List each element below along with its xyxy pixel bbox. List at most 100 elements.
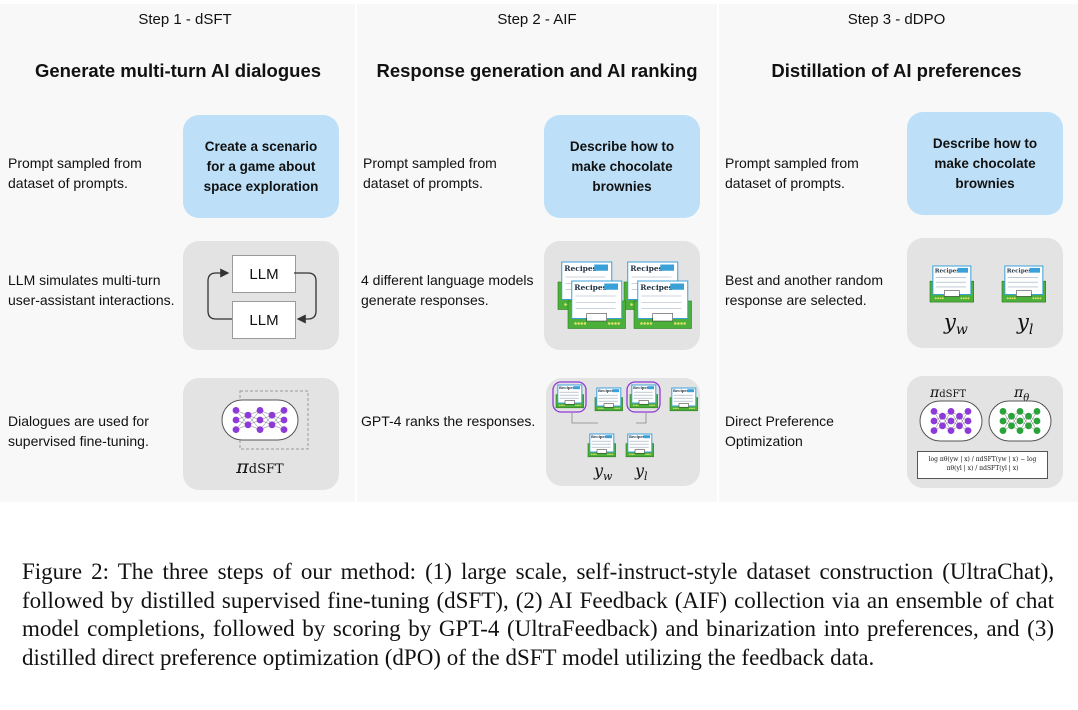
- step-3-yl-label: yl: [1017, 310, 1033, 338]
- card-dot: [611, 453, 613, 455]
- card-dot: [1011, 297, 1014, 300]
- card-button: [638, 400, 649, 405]
- network-node: [1025, 412, 1032, 420]
- dpo-formula: log πθ(yw | x) / πdSFT(yw | x) − log πθ(…: [928, 456, 1037, 472]
- card-dot: [1009, 297, 1012, 300]
- card-dot: [967, 297, 970, 300]
- card-dot: [649, 453, 651, 455]
- card-title: Recipes: [935, 269, 960, 275]
- step-2-row-1-label: Prompt sampled from dataset of prompts.: [363, 155, 497, 191]
- card-dot: [649, 322, 653, 325]
- network-node: [1008, 422, 1015, 430]
- pi-subscript: dSFT: [939, 389, 967, 400]
- step-3-row-3-label: Direct Preference Optimization: [725, 413, 834, 449]
- card-dot: [941, 297, 944, 300]
- ranked-card-3: Recipes: [629, 384, 658, 409]
- card-dot: [692, 407, 694, 409]
- card-dot: [591, 453, 593, 455]
- step-3-prompt-box: Describe how to make chocolate brownies: [907, 112, 1063, 215]
- card-dot: [634, 404, 636, 406]
- step-2-title: Step 2 - AIF: [497, 11, 577, 28]
- dsft-reference-network: [919, 400, 983, 442]
- step-3-heading: Distillation of AI preferences: [771, 60, 1022, 81]
- card-tab: [605, 435, 612, 439]
- card-dot: [673, 407, 675, 409]
- card-title: Recipes: [633, 386, 649, 390]
- yw-sub: w: [603, 470, 613, 484]
- pi-symbol: π: [930, 385, 940, 401]
- dpo-formula-box: log πθ(yw | x) / πdSFT(yw | x) − log πθ(…: [917, 451, 1048, 479]
- card-dot: [1039, 297, 1042, 300]
- card-button: [596, 449, 607, 454]
- card-dot: [614, 322, 617, 325]
- card-dot: [583, 322, 587, 325]
- card-dot: [564, 303, 567, 306]
- step-2-prompt-box: Describe how to make chocolate brownies: [544, 115, 700, 218]
- step-2-heading: Response generation and AI ranking: [376, 60, 698, 81]
- yl-base: y: [635, 461, 645, 480]
- card-dot: [577, 322, 580, 325]
- card-dot: [560, 404, 562, 406]
- pi-symbol: π: [236, 456, 249, 478]
- yw-sub: w: [955, 322, 968, 339]
- card-dot: [608, 453, 610, 455]
- card-button: [634, 449, 645, 454]
- step-1-prompt-box: Create a scenario for a game about space…: [183, 115, 339, 218]
- pi-dsft-label: πdSFT: [200, 456, 320, 479]
- network-node: [956, 412, 963, 420]
- step-2-prompt-text: Describe how to make chocolate brownies: [569, 138, 675, 194]
- chosen-card-yl: Recipes: [625, 433, 654, 458]
- llm-arrow-right: [294, 272, 317, 324]
- yl-sub: l: [644, 470, 648, 484]
- network-node: [268, 411, 276, 419]
- card-dot: [689, 407, 691, 409]
- card-dot: [608, 322, 611, 325]
- card-dot: [683, 322, 686, 325]
- step-1-prompt-text: Create a scenario for a game about space…: [203, 138, 319, 194]
- card-dot: [576, 404, 578, 406]
- card-dot: [595, 453, 597, 455]
- card-dot: [937, 297, 940, 300]
- pi-symbol: π: [1014, 385, 1024, 401]
- card-dot: [580, 322, 583, 325]
- network-node: [964, 408, 972, 415]
- card-dot: [614, 407, 616, 409]
- card-dot: [579, 404, 581, 406]
- card-dot: [649, 404, 651, 406]
- network-node: [280, 416, 288, 424]
- card-dot: [636, 404, 638, 406]
- card-title: Recipes: [629, 435, 645, 439]
- card-dot: [1006, 297, 1009, 300]
- card-title: Recipes: [591, 435, 607, 439]
- network-node: [930, 427, 938, 434]
- network-node: [947, 417, 955, 425]
- pi-dsft-label-step3: πdSFT: [930, 384, 966, 401]
- network-node: [1033, 427, 1041, 434]
- card-dot: [690, 407, 692, 409]
- card-button: [1016, 290, 1032, 297]
- card-button: [678, 403, 689, 408]
- card-dot: [575, 404, 577, 406]
- network-node: [268, 421, 276, 429]
- rank-arrow-left: [571, 413, 598, 424]
- step-3-row-2-label: Best and another random response are sel…: [725, 272, 883, 308]
- card-dot: [646, 453, 648, 455]
- step-1-heading: Generate multi-turn AI dialogues: [34, 60, 322, 81]
- network-node: [232, 416, 240, 424]
- network-node: [1008, 412, 1015, 420]
- card-dot: [648, 453, 650, 455]
- network-node: [232, 407, 240, 414]
- card-tab: [670, 283, 684, 290]
- step-2-yl-label: yl: [635, 461, 648, 483]
- card-tab: [594, 264, 608, 271]
- network-node: [1033, 408, 1041, 415]
- card-dot: [562, 404, 564, 406]
- network-node: [244, 421, 252, 429]
- card-dot: [633, 453, 635, 455]
- network-node: [280, 407, 288, 414]
- network-node: [244, 411, 252, 419]
- selected-card-yw: Recipes: [929, 265, 975, 303]
- card-dot: [962, 297, 965, 300]
- network-node: [280, 426, 288, 433]
